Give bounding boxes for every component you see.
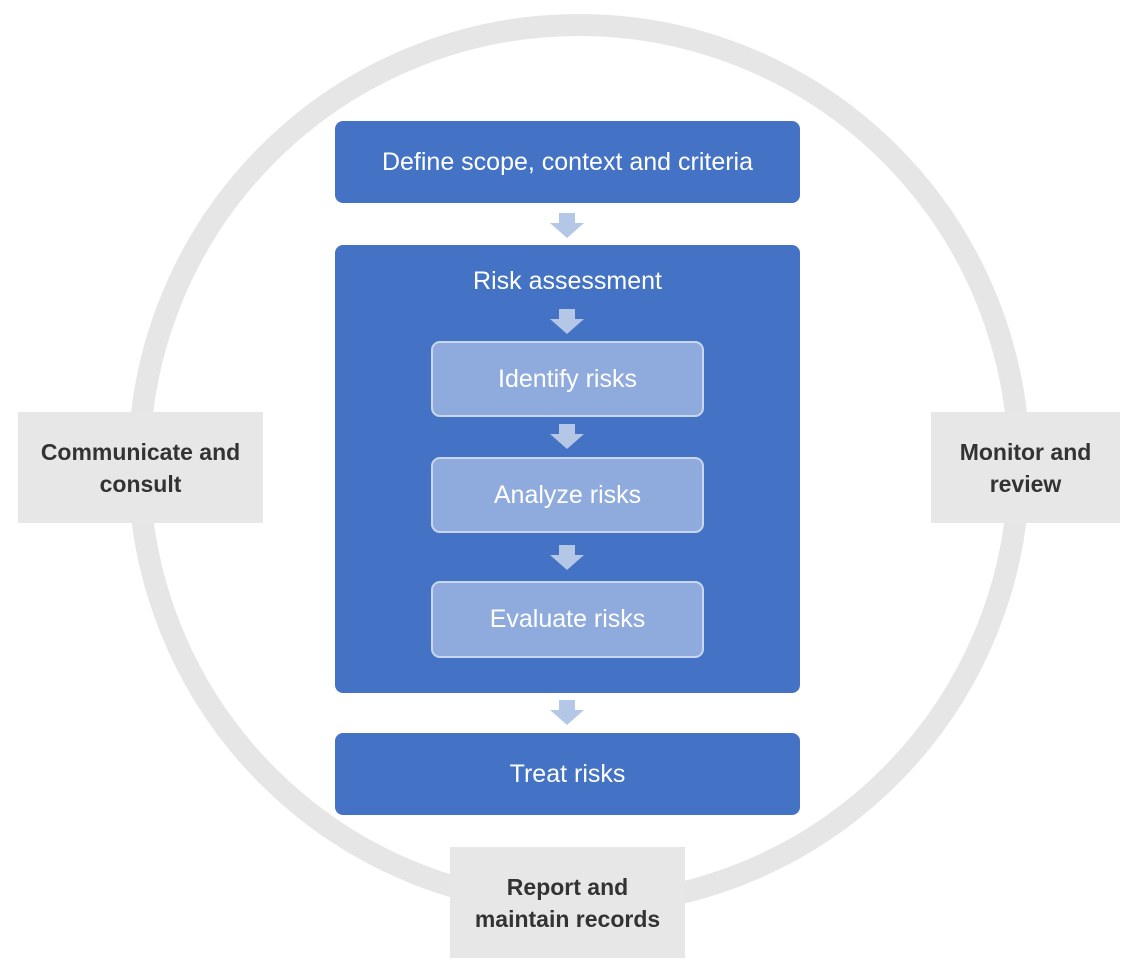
identify-risks-label: Identify risks [498, 364, 637, 393]
communicate-consult-box: Communicate and consult [18, 412, 263, 523]
treat-risks-box: Treat risks [335, 733, 800, 815]
evaluate-risks-box: Evaluate risks [431, 581, 704, 658]
analyze-risks-box: Analyze risks [431, 457, 704, 533]
define-scope-label: Define scope, context and criteria [381, 147, 754, 176]
define-scope-box: Define scope, context and criteria [335, 121, 800, 203]
identify-risks-box: Identify risks [431, 341, 704, 417]
monitor-review-box: Monitor and review [931, 412, 1120, 523]
analyze-risks-label: Analyze risks [493, 480, 642, 509]
report-records-label: Report and maintain records [474, 873, 661, 932]
risk-assessment-title: Risk assessment [473, 267, 662, 295]
evaluate-risks-label: Evaluate risks [489, 605, 646, 633]
report-records-box: Report and maintain records [450, 847, 685, 958]
communicate-consult-label: Communicate and consult [40, 438, 241, 497]
monitor-review-label: Monitor and review [959, 438, 1092, 497]
treat-risks-label: Treat risks [509, 759, 626, 788]
